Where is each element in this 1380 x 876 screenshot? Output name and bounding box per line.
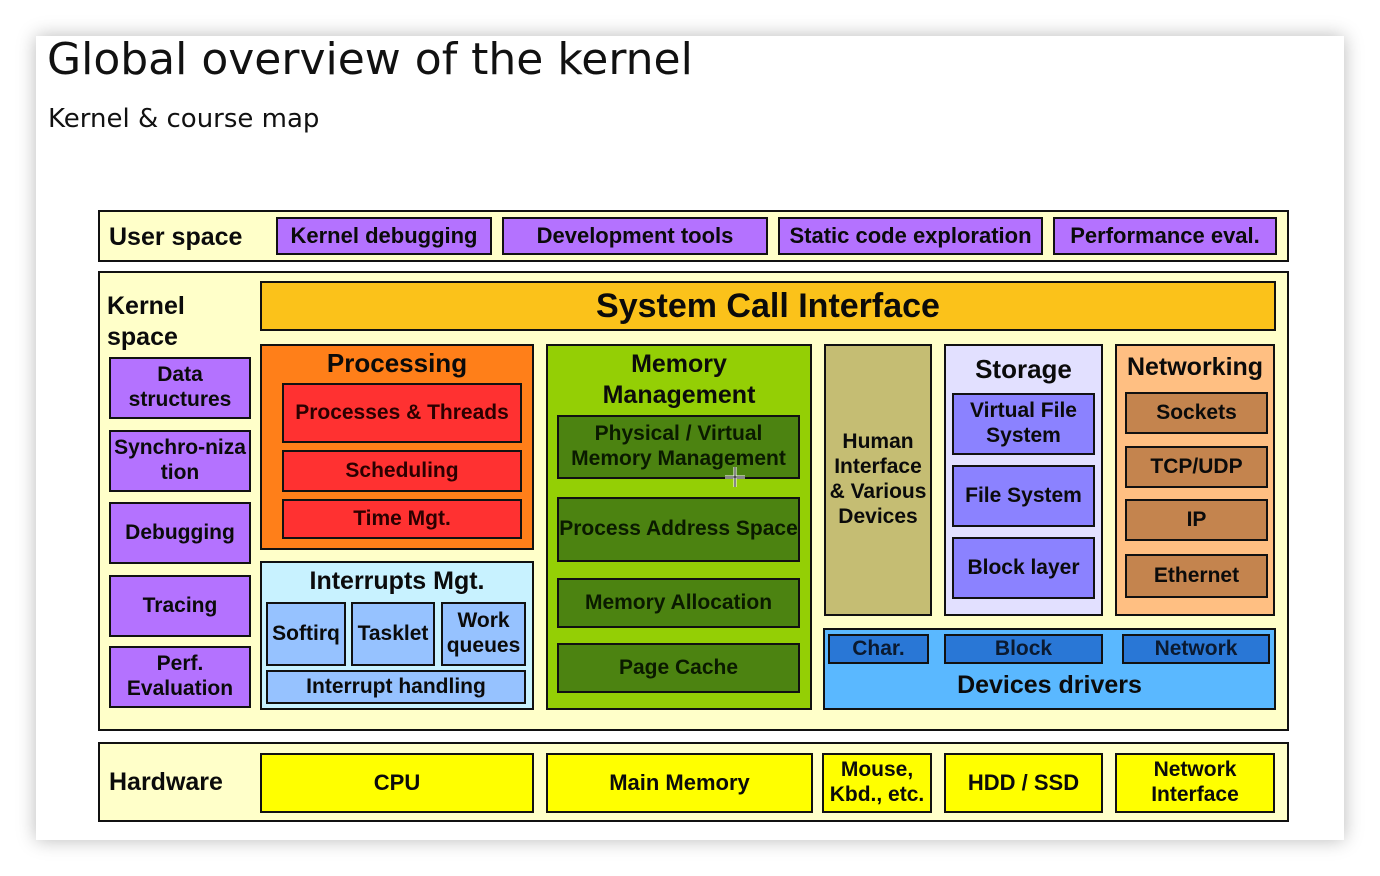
user-space-label: User space [109, 223, 243, 251]
process-address-space: Process Address Space [557, 497, 800, 562]
driver-block: Block [944, 634, 1103, 664]
slide-title: Global overview of the kernel [47, 34, 693, 85]
driver-char: Char. [828, 634, 929, 664]
scheduling: Scheduling [282, 450, 522, 492]
memory-management-title: Memory Management [602, 350, 756, 409]
hardware-label: Hardware [109, 768, 223, 796]
hw-mouse-kbd: Mouse, Kbd., etc. [822, 753, 932, 813]
memory-allocation: Memory Allocation [557, 578, 800, 628]
driver-network: Network [1122, 634, 1270, 664]
user-kernel-debugging: Kernel debugging [276, 217, 492, 255]
softirq: Softirq [266, 602, 346, 666]
crosshair-cursor-icon [725, 467, 745, 487]
processing-title: Processing [326, 348, 468, 378]
file-system: File System [952, 465, 1095, 527]
system-call-interface: System Call Interface [260, 281, 1276, 331]
side-synchronization: Synchro-nization [109, 430, 251, 492]
storage-title: Storage [975, 354, 1072, 384]
page-cache: Page Cache [557, 643, 800, 693]
user-development-tools: Development tools [502, 217, 768, 255]
hw-main-memory: Main Memory [546, 753, 813, 813]
virtual-file-system: Virtual File System [952, 393, 1095, 455]
hw-network-interface: Network Interface [1115, 753, 1275, 813]
side-tracing: Tracing [109, 575, 251, 637]
time-mgt: Time Mgt. [282, 499, 522, 539]
user-performance-eval: Performance eval. [1053, 217, 1277, 255]
tcp-udp: TCP/UDP [1125, 446, 1268, 488]
tasklet: Tasklet [351, 602, 435, 666]
sockets: Sockets [1125, 392, 1268, 434]
side-perf-evaluation: Perf. Evaluation [109, 646, 251, 708]
human-interface-devices: Human Interface & Various Devices [824, 344, 932, 616]
device-drivers-title: Devices drivers [957, 671, 1142, 699]
ip: IP [1125, 499, 1268, 541]
physical-virtual-memory: Physical / Virtual Memory Management [557, 415, 800, 479]
kernel-space-label: Kernel space [107, 292, 185, 351]
hw-hdd-ssd: HDD / SSD [944, 753, 1103, 813]
interrupts-title: Interrupts Mgt. [309, 567, 485, 595]
interrupt-handling: Interrupt handling [266, 670, 526, 704]
user-static-code-exploration: Static code exploration [778, 217, 1043, 255]
work-queues: Work queues [441, 602, 526, 666]
side-data-structures: Data structures [109, 357, 251, 419]
ethernet: Ethernet [1125, 554, 1268, 598]
block-layer: Block layer [952, 537, 1095, 599]
networking-title: Networking [1126, 353, 1264, 381]
side-debugging: Debugging [109, 502, 251, 564]
processes-threads: Processes & Threads [282, 383, 522, 443]
slide-subtitle: Kernel & course map [48, 104, 320, 134]
hw-cpu: CPU [260, 753, 534, 813]
